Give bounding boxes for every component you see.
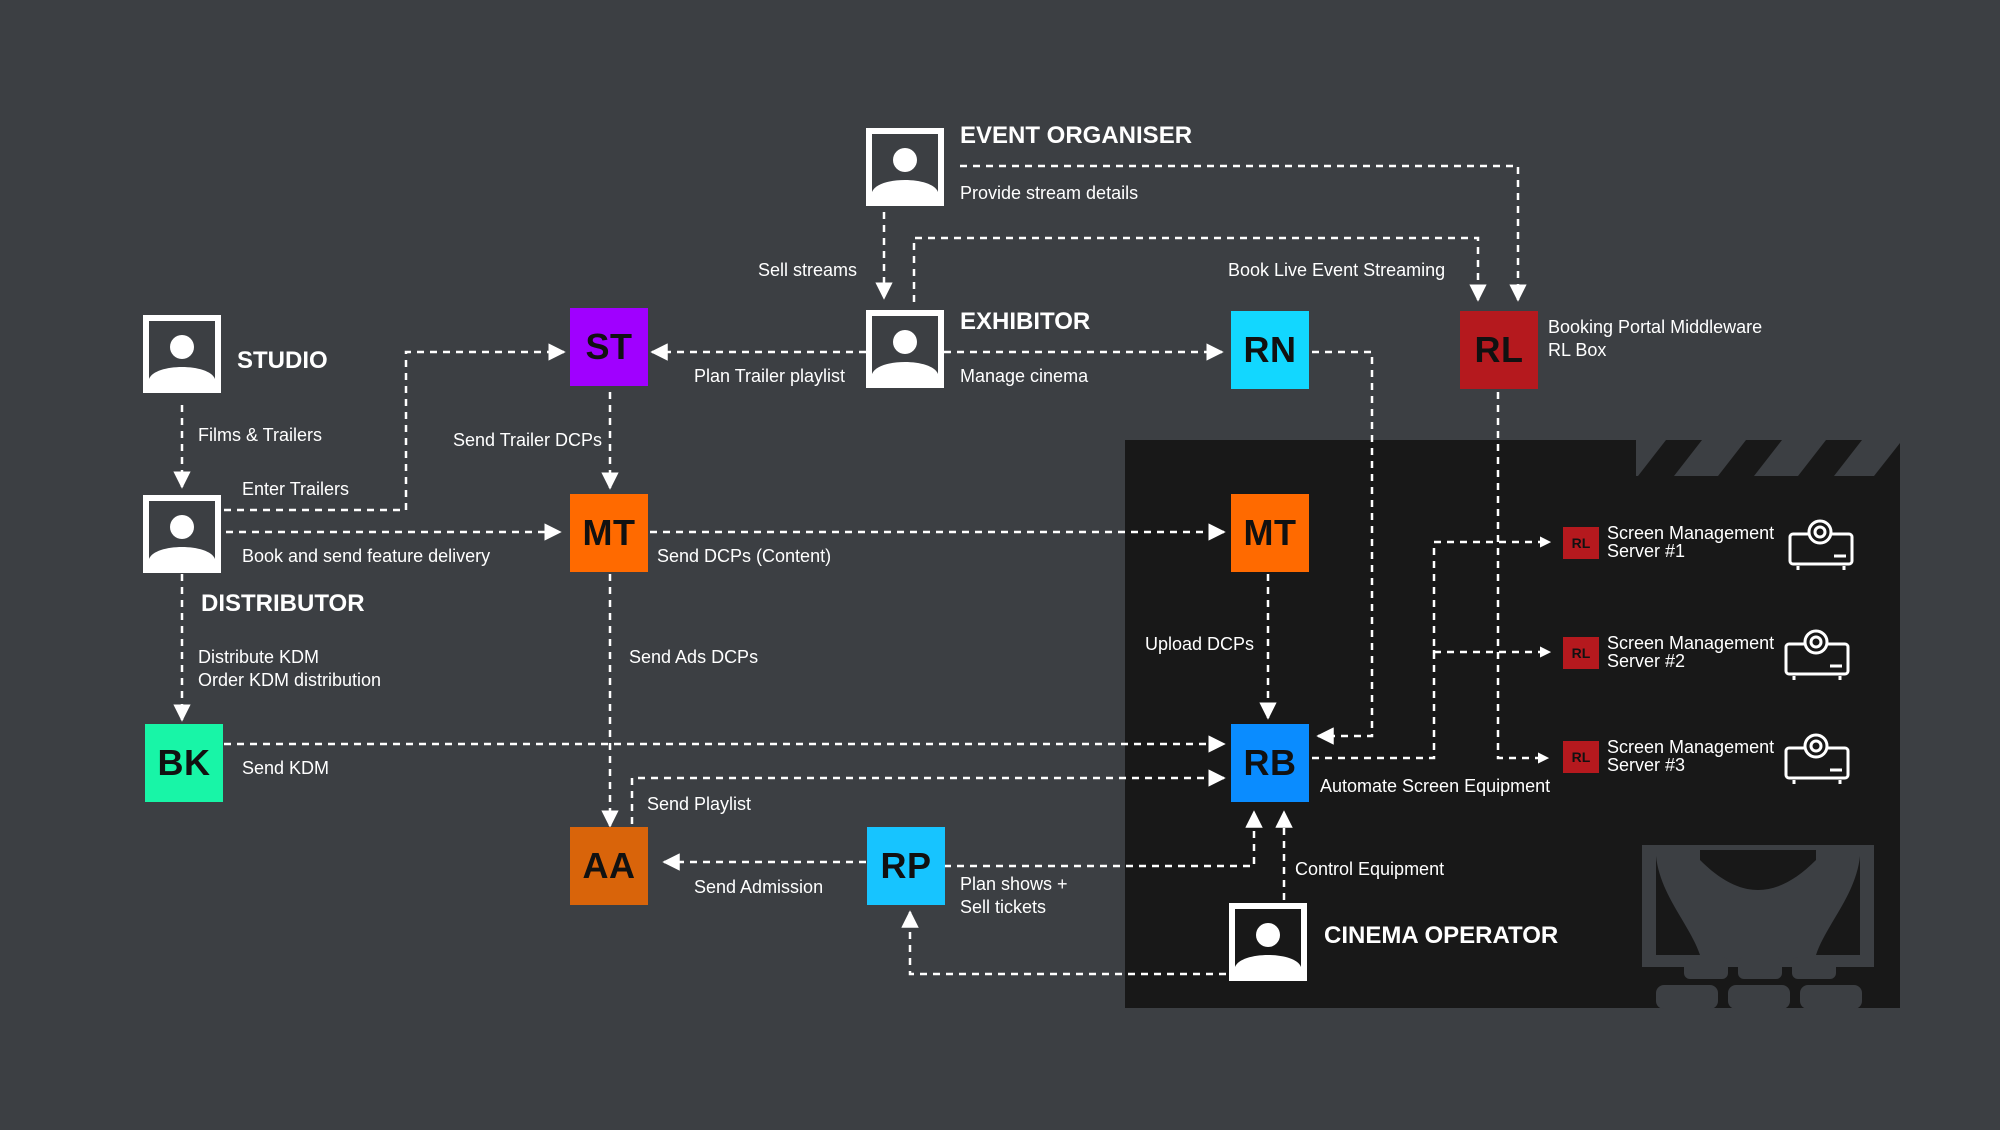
- cinema-operator-person-icon: [1229, 903, 1307, 981]
- studio-title: STUDIO: [237, 347, 328, 374]
- aa-box[interactable]: AA: [570, 827, 648, 905]
- arrow-rn-to-rb: [1312, 350, 1374, 745]
- theater-curtain-icon: [1642, 845, 1874, 1009]
- plan-trailer-label: Plan Trailer playlist: [694, 366, 846, 386]
- arrow-provide-stream: [960, 164, 1527, 302]
- rb-box[interactable]: RB: [1231, 724, 1309, 802]
- arrow-book-live: [912, 236, 1487, 302]
- studio-person-icon: [143, 315, 221, 393]
- sell-streams-label: Sell streams: [758, 260, 858, 280]
- distributor-person-icon: [143, 495, 221, 573]
- server-2-line1: Screen Management: [1607, 633, 1775, 653]
- cinema-operator-title: CINEMA OPERATOR: [1324, 922, 1559, 949]
- control-equipment-label: Control Equipment: [1295, 859, 1445, 879]
- arrow-rb-servers: [1312, 536, 1552, 760]
- arrow-enter-trailers: [224, 343, 566, 512]
- rl-label-line2: RL Box: [1548, 340, 1607, 360]
- send-ads-dcps-label: Send Ads DCPs: [629, 647, 759, 667]
- server-3-line2: Server #3: [1607, 755, 1686, 775]
- films-trailers-label: Films & Trailers: [198, 425, 323, 445]
- server-1-badge: RL: [1563, 527, 1599, 559]
- enter-trailers-label: Enter Trailers: [242, 479, 350, 499]
- server-1-line2: Server #1: [1607, 541, 1686, 561]
- order-kdm-label: Order KDM distribution: [198, 670, 382, 690]
- rl-box[interactable]: RL: [1460, 311, 1538, 389]
- distributor-title: DISTRIBUTOR: [201, 590, 365, 617]
- rn-box[interactable]: RN: [1231, 311, 1309, 389]
- send-kdm-label: Send KDM: [242, 758, 330, 778]
- book-live-label: Book Live Event Streaming: [1228, 260, 1446, 280]
- send-trailer-dcps-label: Send Trailer DCPs: [453, 430, 603, 450]
- event-organiser-person-icon: [866, 128, 944, 206]
- arrow-send-playlist: [630, 769, 1226, 824]
- clapper-stripes-icon: [1636, 440, 1900, 476]
- send-dcps-content-label: Send DCPs (Content): [657, 546, 832, 566]
- projector-icon: [1784, 629, 1850, 680]
- st-box[interactable]: ST: [570, 308, 648, 386]
- rl-label-line1: Booking Portal Middleware: [1548, 317, 1763, 337]
- manage-cinema-label: Manage cinema: [960, 366, 1089, 386]
- automate-label: Automate Screen Equipment: [1320, 776, 1551, 796]
- rp-box[interactable]: RP: [867, 827, 945, 905]
- server-3-line1: Screen Management: [1607, 737, 1775, 757]
- send-admission-label: Send Admission: [694, 877, 824, 897]
- server-2-badge: RL: [1563, 637, 1599, 669]
- arrow-operator-rp: [901, 910, 1226, 976]
- server-3-badge: RL: [1563, 741, 1599, 773]
- upload-dcps-label: Upload DCPs: [1145, 634, 1255, 654]
- projector-icon: [1784, 733, 1850, 784]
- arrow-rl-servers: [1496, 392, 1550, 764]
- distribute-kdm-label: Distribute KDM: [198, 647, 320, 667]
- send-playlist-label: Send Playlist: [647, 794, 752, 814]
- sell-tickets-label: Sell tickets: [960, 897, 1047, 917]
- exhibitor-title: EXHIBITOR: [960, 308, 1091, 335]
- exhibitor-person-icon: [866, 310, 944, 388]
- projector-icons: [1784, 519, 1854, 784]
- mt-cinema-box[interactable]: MT: [1231, 494, 1309, 572]
- book-send-feature-label: Book and send feature delivery: [242, 546, 491, 566]
- provide-stream-label: Provide stream details: [960, 183, 1139, 203]
- server-1-line1: Screen Management: [1607, 523, 1775, 543]
- mt-box[interactable]: MT: [570, 494, 648, 572]
- bk-box[interactable]: BK: [145, 724, 223, 802]
- plan-shows-label: Plan shows +: [960, 874, 1068, 894]
- event-organiser-title: EVENT ORGANISER: [960, 122, 1193, 149]
- projector-icon: [1788, 519, 1854, 570]
- server-2-line2: Server #2: [1607, 651, 1686, 671]
